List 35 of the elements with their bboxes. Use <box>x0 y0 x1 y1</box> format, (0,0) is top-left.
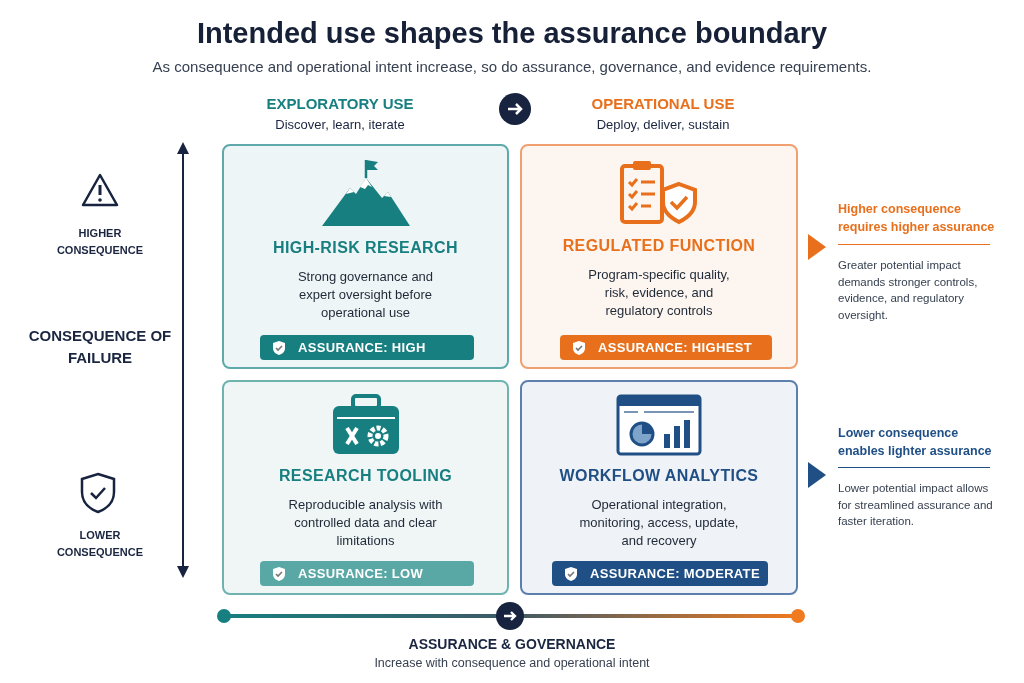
assurance-badge <box>260 561 474 586</box>
badge-text: ASSURANCE: HIGHEST <box>598 338 752 357</box>
quadrant-card <box>222 380 509 595</box>
badge-text: ASSURANCE: LOW <box>298 564 424 583</box>
card-description: Operational integration, monitoring, access, update, and recovery <box>578 496 740 550</box>
assurance-badge <box>260 335 474 360</box>
scale-caption: Increase with consequence and operational intent <box>373 655 651 672</box>
axis-title: CONSEQUENCE OF FAILURE <box>27 326 173 368</box>
card-title: REGULATED FUNCTION <box>562 236 756 256</box>
card-title: WORKFLOW ANALYTICS <box>559 466 759 486</box>
card-description: Program-specific quality, risk, evidence, and regulatory controls <box>587 266 731 320</box>
column-heading: OPERATIONAL USE <box>590 94 736 114</box>
side-note-text: Lower potential impact allows for streamlined assurance and faster iteration. <box>838 481 994 529</box>
card-description: Strong governance and expert oversight before operational use <box>296 268 435 322</box>
scale-title: ASSURANCE & GOVERNANCE <box>407 635 617 654</box>
side-note-text: Greater potential impact demands stronger controls, evidence, and regulatory oversight. <box>838 258 979 323</box>
column-subheading: Deploy, deliver, sustain <box>595 116 731 134</box>
card-title: HIGH-RISK RESEARCH <box>273 238 458 258</box>
subtitle: As consequence and operational intent increase, so do assurance, governance, and evidence requirements. <box>151 57 873 77</box>
quadrant-card <box>520 144 798 369</box>
side-note-heading: Lower consequence enables lighter assurance <box>838 425 993 460</box>
card-title: RESEARCH TOOLING <box>278 466 453 486</box>
column-heading: EXPLORATORY USE <box>265 94 415 114</box>
axis-label: LOWER CONSEQUENCE <box>55 528 145 560</box>
card-description: Reproducible analysis with controlled data and clear limitations <box>287 496 444 550</box>
quadrant-card <box>222 144 509 369</box>
axis-label: HIGHER CONSEQUENCE <box>55 226 145 258</box>
title: Intended use shapes the assurance boundary <box>195 16 829 51</box>
badge-text: ASSURANCE: MODERATE <box>590 564 760 583</box>
quadrant-card <box>520 380 798 595</box>
assurance-badge <box>552 561 768 586</box>
side-note-heading: Higher consequence requires higher assurance <box>838 201 996 236</box>
column-subheading: Discover, learn, iterate <box>274 116 406 134</box>
assurance-badge <box>560 335 772 360</box>
badge-text: ASSURANCE: HIGH <box>298 338 426 357</box>
